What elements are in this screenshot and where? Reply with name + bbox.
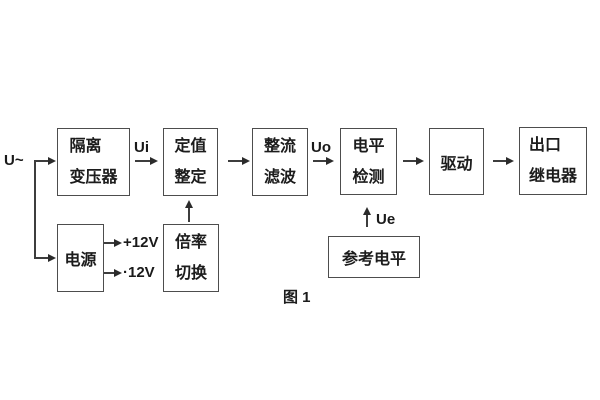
- arrowhead-right-icon: [242, 157, 250, 165]
- arrowhead-right-icon: [48, 157, 56, 165]
- block-isolation-transformer: 隔离 变压器: [57, 128, 130, 196]
- block-reference-level: 参考电平: [328, 236, 420, 278]
- uo-signal-label: Uo: [311, 139, 331, 156]
- block-isolation-line2: 变压器: [69, 169, 118, 186]
- block-rectifier-line2: 滤波: [263, 169, 296, 186]
- arrowhead-right-icon: [114, 269, 122, 277]
- block-setting-line2: 整定: [174, 169, 207, 186]
- block-level-line1: 电平: [352, 137, 385, 155]
- figure-caption: 图 1: [283, 289, 311, 306]
- arrow-power-plus12: [104, 242, 115, 244]
- arrowhead-right-icon: [150, 157, 158, 165]
- arrowhead-right-icon: [48, 254, 56, 262]
- arrow-setting-to-rectifier: [228, 160, 243, 162]
- block-drive-label: 驱动: [440, 155, 473, 173]
- arrowhead-up-icon: [185, 200, 193, 208]
- block-ratio-switch: 倍率 切换: [163, 224, 219, 292]
- ui-signal-label: Ui: [134, 139, 149, 156]
- plus-12v-label: +12V: [123, 234, 159, 251]
- block-output-relay: 出口 继电器: [519, 127, 587, 195]
- arrow-power-minus12: [104, 272, 115, 274]
- arrowhead-right-icon: [416, 157, 424, 165]
- block-drive: 驱动: [429, 128, 484, 195]
- block-power-supply: 电源: [57, 224, 104, 292]
- arrow-ratio-to-setting: [188, 208, 190, 222]
- arrow-input-to-isolation: [34, 160, 49, 162]
- arrow-level-to-drive: [403, 160, 417, 162]
- arrowhead-right-icon: [506, 157, 514, 165]
- input-branch-line: [34, 161, 36, 258]
- arrow-rectifier-to-level: [313, 160, 327, 162]
- block-setting-adjust: 定值 整定: [163, 128, 218, 196]
- block-isolation-line1: 隔离: [69, 138, 102, 155]
- block-power-label: 电源: [64, 252, 97, 269]
- block-ratio-line1: 倍率: [174, 234, 207, 251]
- arrowhead-right-icon: [114, 239, 122, 247]
- arrow-drive-to-relay: [493, 160, 507, 162]
- block-relay-line2: 继电器: [528, 168, 577, 185]
- arrowhead-right-icon: [326, 157, 334, 165]
- arrow-reference-to-level: [366, 215, 368, 227]
- block-reference-label: 参考电平: [341, 251, 406, 268]
- minus-12v-label: ·12V: [123, 264, 155, 281]
- block-rectifier-filter: 整流 滤波: [252, 128, 308, 196]
- block-relay-line1: 出口: [528, 137, 561, 154]
- arrow-isolation-to-setting: [135, 160, 151, 162]
- block-level-detect: 电平 检测: [340, 128, 397, 195]
- block-rectifier-line1: 整流: [263, 138, 296, 155]
- arrow-input-to-power: [34, 257, 49, 259]
- block-level-line2: 检测: [352, 168, 385, 186]
- ue-signal-label: Ue: [376, 211, 396, 228]
- arrowhead-up-icon: [363, 207, 371, 215]
- block-ratio-line2: 切换: [174, 265, 207, 282]
- block-setting-line1: 定值: [174, 138, 207, 155]
- input-signal-label: U~: [4, 152, 24, 169]
